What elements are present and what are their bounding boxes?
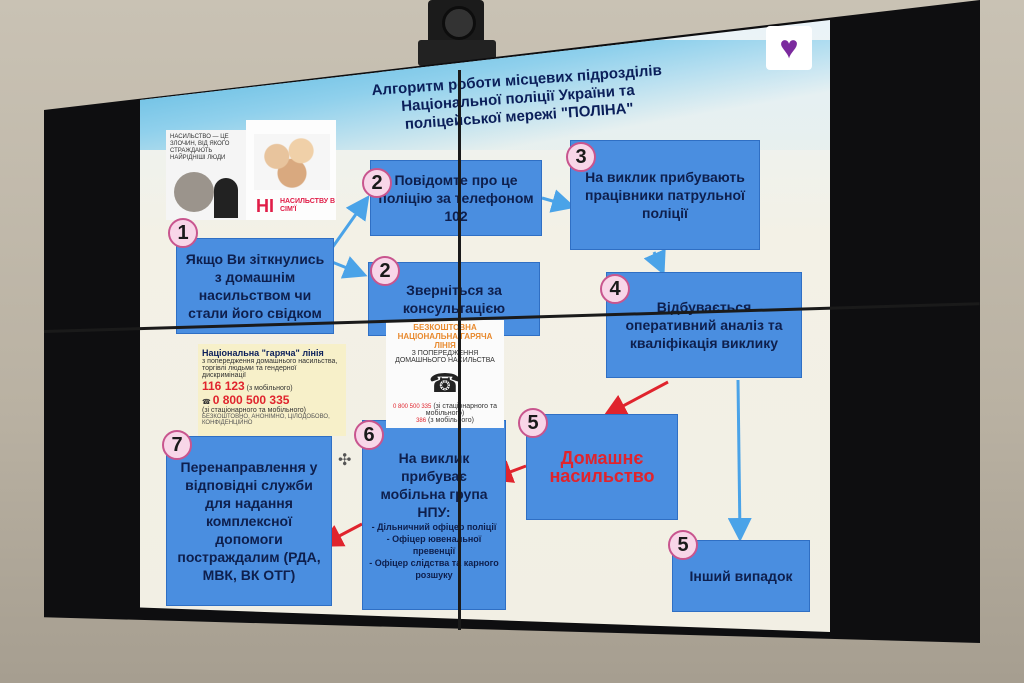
free-line-number-1: 0 800 500 335 bbox=[392, 404, 432, 410]
step-5-other-box: Інший випадок bbox=[672, 540, 810, 612]
step-4-text: Відбувається оперативний аналіз та квалі… bbox=[625, 299, 783, 351]
step-5-domestic-box: Домашнє насильство bbox=[526, 414, 678, 520]
step-7-badge: 7 bbox=[162, 430, 192, 460]
step-3-text: На виклик прибувають працівники патрульн… bbox=[585, 169, 745, 221]
step-5-other-badge: 5 bbox=[668, 530, 698, 560]
step-6-box: На виклик прибуває мобільна група НПУ: -… bbox=[362, 420, 506, 610]
hotline-number-1: 116 123 bbox=[202, 379, 245, 393]
step-2a-text: Повідомте про це поліцію за телефоном 10… bbox=[378, 172, 534, 224]
arrow-1-to-2a bbox=[330, 195, 370, 249]
step-3-badge: 3 bbox=[566, 142, 596, 172]
woman-face-image bbox=[174, 172, 214, 212]
step-5-other-text: Інший випадок bbox=[689, 568, 793, 584]
photo-caption: НАСИЛЬСТВО — ЦЕ ЗЛОЧИН, ВІД ЯКОГО СТРАЖД… bbox=[170, 134, 230, 161]
heart-logo-icon: ♥ bbox=[779, 29, 799, 65]
free-hotline-poster: БЕЗКОШТОВНА НАЦІОНАЛЬНА ГАРЯЧА ЛІНІЯ З П… bbox=[386, 320, 504, 428]
member-2: - Офіцер ювенальної превенції bbox=[386, 534, 482, 556]
free-line-header: БЕЗКОШТОВНА НАЦІОНАЛЬНА ГАРЯЧА ЛІНІЯ bbox=[397, 323, 493, 350]
hotline-number-2: 0 800 500 335 bbox=[212, 393, 290, 407]
member-3: - Офіцер слідства та карного розшуку bbox=[369, 558, 499, 580]
family-image bbox=[254, 134, 330, 190]
hotline-footer: БЕЗКОШТОВНО, АНОНІМНО, ЦІЛОДОБОВО, КОНФІ… bbox=[202, 414, 330, 426]
step-2a-badge: 2 bbox=[362, 168, 392, 198]
step-6-badge: 6 bbox=[354, 420, 384, 450]
step-4-badge: 4 bbox=[600, 274, 630, 304]
arrow-3-to-4 bbox=[643, 248, 666, 276]
free-line-number-2: 386 bbox=[416, 418, 427, 424]
hotline-number-1-note: (з мобільного) bbox=[246, 385, 293, 392]
step-2b-text: Зверніться за консультацією bbox=[402, 282, 506, 316]
hotline-desc: з попередження домашнього насильства, то… bbox=[202, 358, 338, 379]
step-5-domestic-text: Домашнє насильство bbox=[549, 448, 655, 486]
step-6-text: На виклик прибуває мобільна група НПУ: bbox=[380, 450, 488, 520]
step-3-box: На виклик прибувають працівники патрульн… bbox=[570, 140, 760, 250]
free-line-sub: З ПОПЕРЕДЖЕННЯ ДОМАШНЬОГО НАСИЛЬСТВА bbox=[395, 350, 495, 364]
screen-seam-vertical bbox=[458, 70, 461, 630]
step-1-badge: 1 bbox=[168, 218, 198, 248]
phone-icon: ☎ bbox=[202, 399, 211, 406]
polina-logo: ♥ bbox=[766, 26, 812, 70]
no-violence-label: НАСИЛЬСТВУ В СІМ'Ї bbox=[280, 198, 336, 213]
hotline-title: Національна "гаряча" лінія bbox=[202, 348, 324, 358]
step-1-box: Якщо Ви зіткнулись з домашнім насильство… bbox=[176, 238, 334, 334]
camera-lens bbox=[442, 6, 476, 40]
silhouette-image bbox=[214, 178, 238, 218]
arrow-2-to-3 bbox=[541, 189, 576, 213]
step-1-text: Якщо Ви зіткнулись з домашнім насильство… bbox=[185, 251, 325, 321]
free-line-number-2-note: (з мобільного) bbox=[428, 417, 474, 424]
step-5-domestic-badge: 5 bbox=[518, 408, 548, 438]
step-2b-badge: 2 bbox=[370, 256, 400, 286]
step-2a-box: Повідомте про це поліцію за телефоном 10… bbox=[370, 160, 542, 236]
family-photo: НІ НАСИЛЬСТВУ В СІМ'Ї bbox=[246, 120, 336, 220]
step-7-box: Перенаправлення у відповідні служби для … bbox=[166, 436, 332, 606]
step-4-box: Відбувається оперативний аналіз та квалі… bbox=[606, 272, 802, 378]
arrow-1-to-2b bbox=[331, 256, 368, 279]
no-label: НІ bbox=[256, 196, 274, 216]
step-7-text: Перенаправлення у відповідні служби для … bbox=[177, 459, 321, 583]
bee-icon: ✣ bbox=[338, 452, 352, 469]
violence-photo: НАСИЛЬСТВО — ЦЕ ЗЛОЧИН, ВІД ЯКОГО СТРАЖД… bbox=[166, 130, 246, 220]
arrow-4-to-5b bbox=[727, 379, 752, 542]
free-line-number-1-note: (зі стаціонарного та мобільного) bbox=[425, 403, 497, 417]
hotline-poster: Національна "гаряча" лінія з попередженн… bbox=[198, 344, 346, 436]
member-1: - Дільничний офіцер поліції bbox=[371, 522, 497, 532]
arrow-4-to-5a bbox=[602, 380, 669, 417]
telephone-icon: ☎ bbox=[428, 368, 462, 398]
hotline-number-2-note: (зі стаціонарного та мобільного) bbox=[202, 407, 307, 414]
